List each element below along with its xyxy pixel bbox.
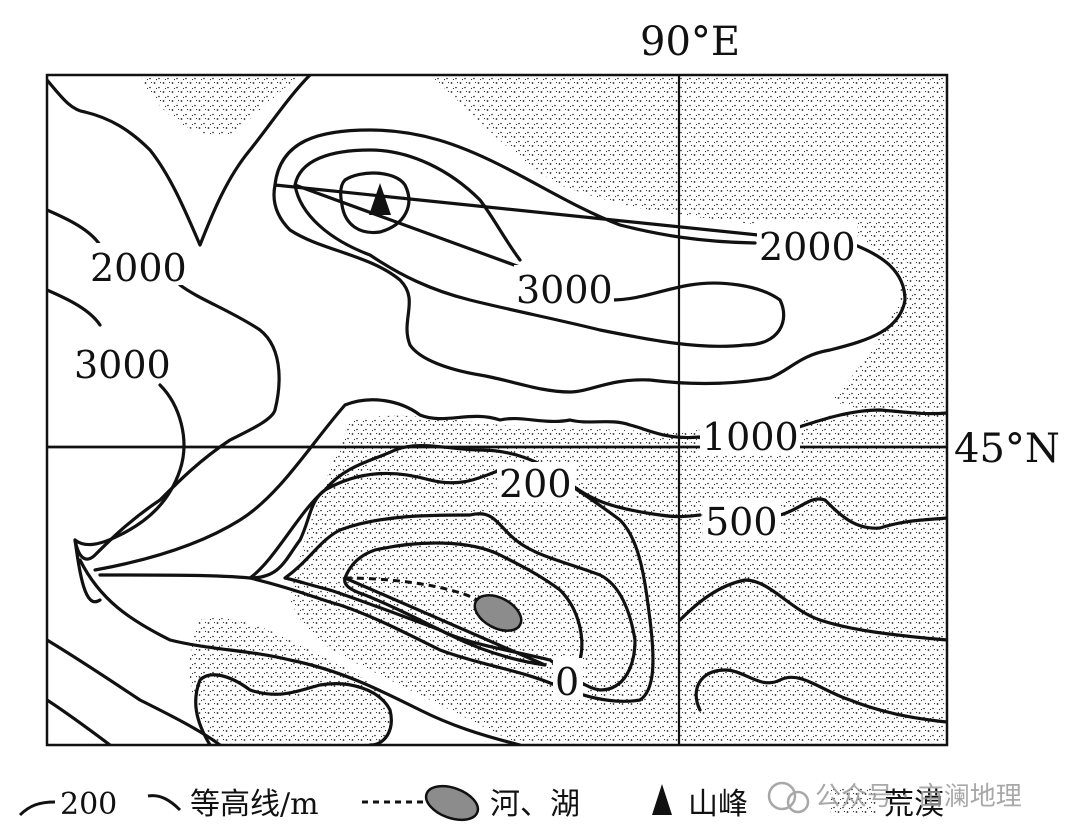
- watermark: 公众号 · 亩澜地理: [767, 781, 1022, 814]
- desert-north: [140, 75, 300, 136]
- contour-label-3000-west: 3000: [74, 343, 171, 387]
- desert-northeast: [430, 75, 947, 413]
- contour-southwest: [47, 558, 522, 745]
- legend-contour-icon-right: [147, 794, 182, 812]
- watermark-text: 公众号 · 亩澜地理: [815, 782, 1022, 812]
- lake: [473, 594, 523, 632]
- legend-peak-text: 山峰: [688, 787, 748, 822]
- contour-label-200: 200: [499, 462, 572, 506]
- contour-100: [283, 512, 637, 692]
- desert-areas: [140, 75, 947, 745]
- contour-label-2000-west: 2000: [90, 246, 187, 290]
- legend-desert-icon: [830, 786, 876, 816]
- contour-label-1000: 1000: [702, 415, 799, 459]
- contour-label-0: 0: [555, 660, 579, 704]
- map-frame: [45, 73, 949, 747]
- contour-label-3000-center: 3000: [516, 268, 613, 312]
- legend-peak-icon: [652, 784, 672, 815]
- contour-southwest-loop: [194, 673, 393, 745]
- legend-desert-text: 荒漠: [884, 787, 944, 822]
- legend-contour-text: 等高线/m: [190, 787, 319, 822]
- contour-label-2000-east: 2000: [759, 225, 856, 269]
- contour-label-500: 500: [705, 500, 778, 544]
- parallel-label: 45°N: [954, 426, 1060, 472]
- watermark-chat-icon: [767, 781, 797, 811]
- contour-lines: [47, 75, 947, 745]
- contour-east-low: [678, 578, 947, 724]
- mountain-peak-icon: [369, 183, 391, 215]
- legend-contour-sample: 200: [60, 787, 117, 822]
- contour-peak-inner: [339, 171, 411, 235]
- desert-basin: [290, 412, 947, 745]
- contour-3000-west: [47, 288, 186, 604]
- legend-river-lake-text: 河、湖: [490, 787, 580, 822]
- legend-lake-icon: [424, 784, 480, 822]
- contour-0: [343, 541, 584, 667]
- contour-2000-west: [47, 208, 281, 561]
- contour-label-group: 2000 3000 3000 2000 1000 200 500 0: [72, 222, 857, 704]
- contour-3000-center: [293, 148, 786, 348]
- contour-1000: [93, 398, 947, 572]
- legend-contour-icon: [18, 800, 56, 817]
- meridian-label: 90°E: [640, 19, 740, 65]
- legend: 200 等高线/m 河、湖 山峰 荒漠: [18, 784, 944, 822]
- contour-2000-central: [272, 128, 907, 394]
- contour-west-1: [47, 75, 312, 247]
